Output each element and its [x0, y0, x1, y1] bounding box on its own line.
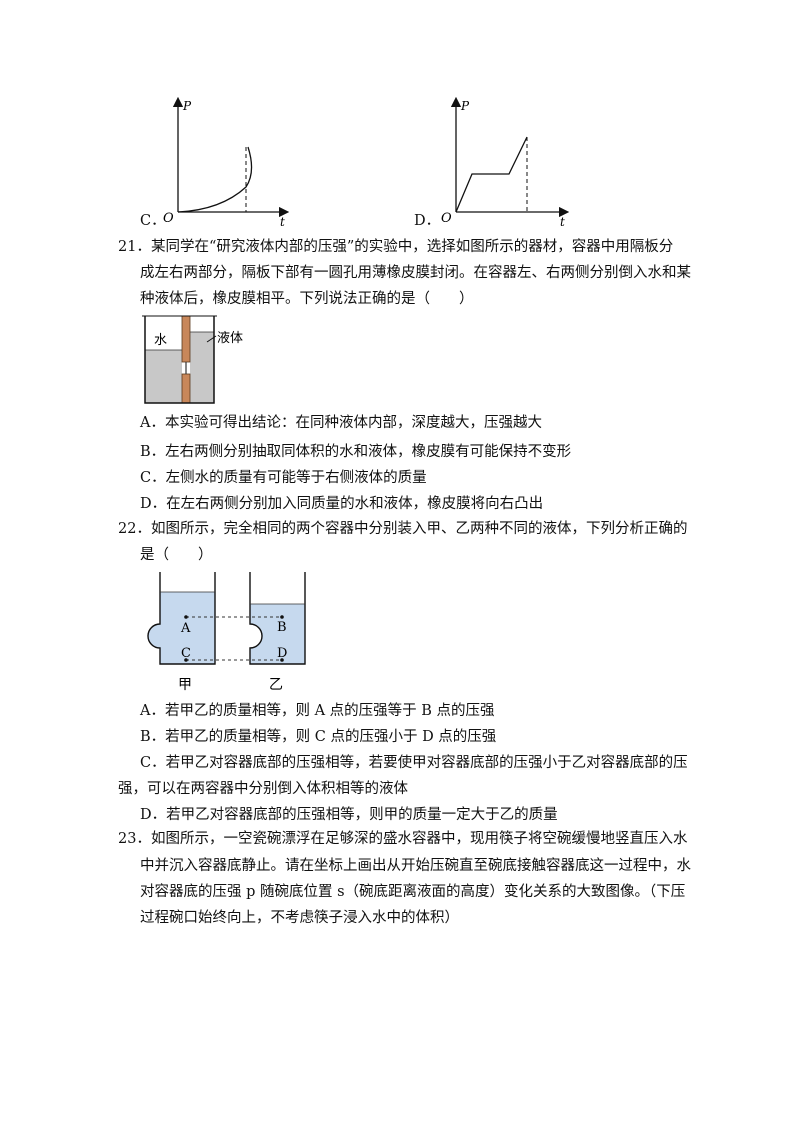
q22-option-a[interactable]: A．若甲乙的质量相等，则 A 点的压强等于 B 点的压强 — [140, 703, 495, 719]
polyline — [455, 136, 528, 213]
q21-line-3: 种液体后，橡皮膜相平。下列说法正确的是（ ） — [140, 291, 474, 307]
curve — [177, 146, 253, 213]
point-d-dot — [280, 658, 284, 662]
q21-option-c[interactable]: C．左侧水的质量有可能等于右侧液体的质量 — [140, 470, 427, 486]
jia-label: 甲 — [178, 677, 192, 693]
water-fill — [145, 350, 182, 403]
point-b-dot — [280, 615, 284, 619]
origin-label: O — [163, 211, 174, 226]
option-d-label: D． — [414, 213, 441, 229]
partition-upper — [181, 315, 191, 363]
q23-line-4: 过程碗口始终向上，不考虑筷子浸入水中的体积） — [140, 910, 459, 926]
liquid-label: 液体 — [217, 331, 243, 346]
q21-option-a[interactable]: A．本实验可得出结论：在同种液体内部，深度越大，压强越大 — [140, 415, 542, 431]
point-c-dot — [184, 658, 188, 662]
yi-label: 乙 — [269, 677, 283, 693]
container — [144, 316, 215, 404]
q22-option-c-line-1[interactable]: C．若甲乙对容器底部的压强相等，若要使甲对容器底部的压强小于乙对容器底部的压 — [140, 755, 688, 771]
jia-liquid — [148, 592, 215, 664]
partition-lower — [181, 373, 191, 404]
origin-label: O — [441, 211, 452, 226]
q23-line-3: 对容器底的压强 p 随碗底位置 s（碗底距离液面的高度）变化关系的大致图像。（下… — [140, 884, 686, 900]
liquid-fill — [190, 332, 214, 403]
point-c-label: C — [181, 646, 191, 661]
q22-option-b[interactable]: B．若甲乙的质量相等，则 C 点的压强小于 D 点的压强 — [140, 729, 497, 745]
point-d-label: D — [277, 646, 287, 661]
graph-c: P t O — [136, 92, 306, 232]
yi-container — [249, 572, 306, 665]
yi-liquid — [250, 604, 305, 664]
option-c-label: C． — [140, 213, 166, 229]
x-axis-label: t — [280, 215, 285, 229]
q22-option-d[interactable]: D．若甲乙对容器底部的压强相等，则甲的质量一定大于乙的质量 — [140, 807, 558, 823]
water-label: 水 — [154, 333, 167, 348]
point-a-label: A — [180, 621, 191, 636]
point-a-dot — [184, 615, 188, 619]
point-b-label: B — [277, 620, 287, 635]
y-axis-label: P — [460, 99, 470, 113]
x-axis-label: t — [560, 215, 565, 229]
q22-line-2: 是（ ） — [140, 547, 213, 563]
q22-option-c-line-2[interactable]: 强，可以在两容器中分别倒入体积相等的液体 — [118, 781, 408, 797]
jia-container — [147, 572, 216, 665]
graph-c-svg: P t O — [163, 96, 290, 229]
graph-d: P t O — [414, 92, 584, 232]
q22-line-1: 22．如图所示，完全相同的两个容器中分别装入甲、乙两种不同的液体，下列分析正确的 — [118, 521, 688, 537]
q22-figure: A C B D 甲 乙 — [140, 572, 320, 694]
q21-option-d[interactable]: D．在左右两侧分别加入同质量的水和液体，橡皮膜将向右凸出 — [140, 496, 544, 512]
y-axis-label: P — [182, 99, 192, 113]
q21-option-b[interactable]: B．左右两侧分别抽取同体积的水和液体，橡皮膜有可能保持不变形 — [140, 444, 572, 460]
pointer-line — [206, 335, 217, 343]
graph-d-svg: P t O — [441, 96, 570, 229]
q23-line-1: 23．如图所示，一空瓷碗漂浮在足够深的盛水容器中，现用筷子将空碗缓慢地竖直压入水 — [118, 831, 688, 847]
q23-line-2: 中并沉入容器底静止。请在坐标上画出从开始压碗直至碗底接触容器底这一过程中，水 — [140, 858, 691, 874]
q21-line-1: 21．某同学在“研究液体内部的压强”的实验中，选择如图所示的器材，容器中用隔板分 — [118, 239, 674, 255]
q21-line-2: 成左右两部分，隔板下部有一圆孔用薄橡皮膜封闭。在容器左、右两侧分别倒入水和某 — [140, 265, 691, 281]
q21-figure: 水 液体 — [140, 312, 270, 408]
